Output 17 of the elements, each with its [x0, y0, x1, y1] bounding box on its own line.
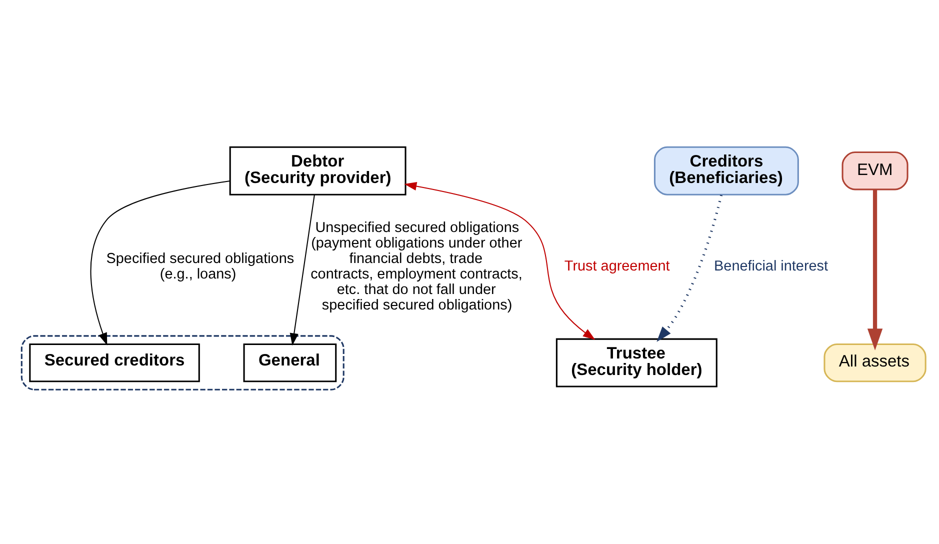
node-box: Trustee (Security holder) [556, 338, 718, 387]
arrow [290, 194, 315, 346]
arrow [867, 189, 883, 350]
arrow [656, 194, 723, 342]
edge-label: Trust agreement [564, 258, 670, 274]
node-box: All assets [824, 342, 926, 382]
node-box: General [243, 342, 337, 382]
node-box: Creditors (Beneficiaries) [654, 146, 799, 195]
arrow [404, 181, 596, 340]
edge-label: Beneficial interest [714, 258, 828, 274]
node-box: EVM [842, 151, 908, 190]
edge-label: Unspecified secured obligations (payment obligations under other financial debts, trade contracts, employment contracts, etc. that do not fall under specified secured obligations) [310, 219, 522, 313]
cluster [20, 334, 344, 390]
node-box: Secured creditors [29, 342, 200, 382]
arrow [90, 180, 230, 345]
node-box: Debtor (Security provider) [229, 146, 406, 195]
edge-label: Specified secured obligations (e.g., loans) [106, 250, 294, 282]
